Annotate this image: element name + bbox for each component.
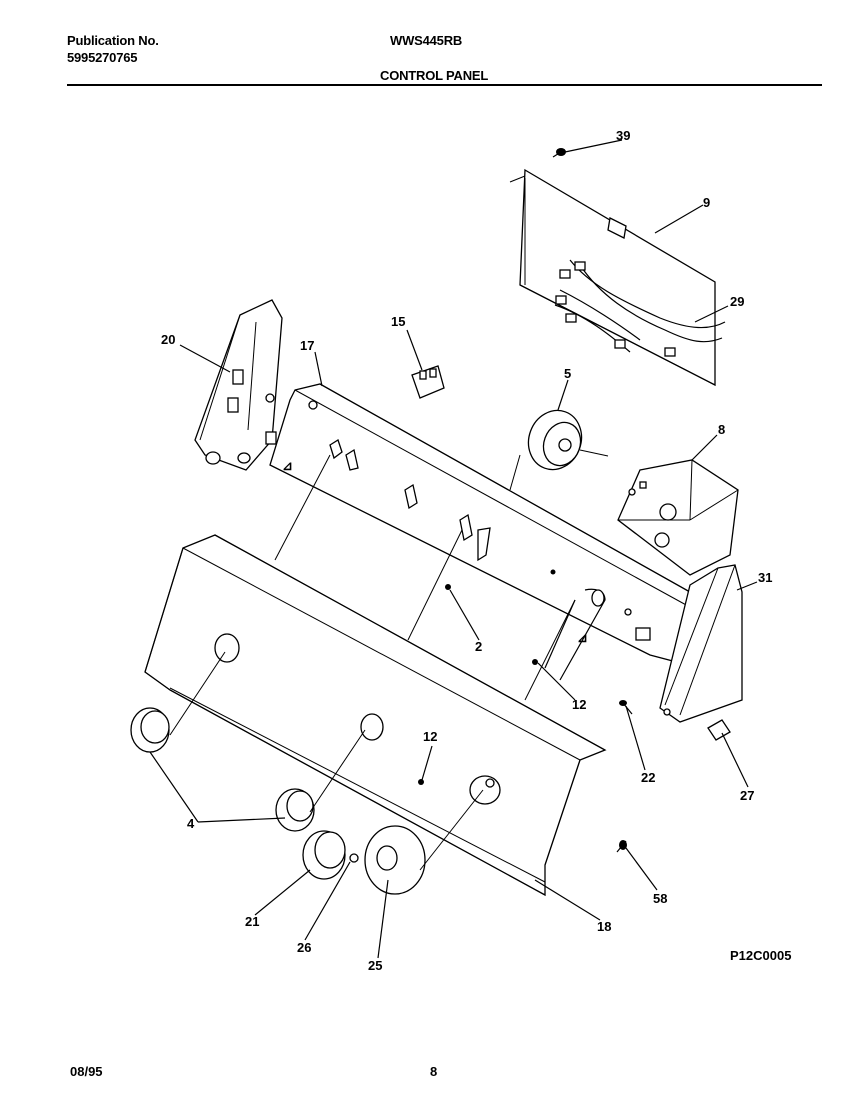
leader-lines: [149, 139, 758, 959]
callout-2: 2: [475, 639, 482, 654]
section-title: CONTROL PANEL: [380, 68, 489, 83]
part-39-screw: [552, 148, 566, 158]
callout-31: 31: [758, 570, 772, 585]
callout-25: 25: [368, 958, 382, 973]
callout-29: 29: [730, 294, 744, 309]
callout-20: 20: [161, 332, 175, 347]
callout-15: 15: [391, 314, 405, 329]
part-26-nut: [349, 853, 359, 863]
part-4-knob-left: [130, 707, 170, 753]
callout-26: 26: [297, 940, 311, 955]
part-2-screw: [445, 584, 451, 590]
part-15-switch: [411, 365, 445, 399]
part-4-knob-center: [275, 788, 315, 832]
mark-a2: ⊿: [577, 630, 588, 645]
header-rule: [67, 84, 822, 86]
part-18-console-panel: [144, 534, 607, 897]
part-20-end-cap: [194, 299, 283, 471]
callout-18: 18: [597, 919, 611, 934]
footer-date: 08/95: [70, 1064, 103, 1079]
callout-12-lower: 12: [423, 729, 437, 744]
part-27-clip: [707, 719, 731, 741]
callout-39: 39: [616, 128, 630, 143]
part-5-timer: [527, 409, 609, 471]
callout-58: 58: [653, 891, 667, 906]
callout-27: 27: [740, 788, 754, 803]
mark-a1: ⊿: [282, 458, 293, 473]
part-12-clip-lower: [418, 779, 424, 785]
model-number: WWS445RB: [390, 33, 463, 48]
part-21-knob: [302, 830, 346, 880]
part-29-wiring-harness: [554, 259, 726, 357]
callout-22: 22: [641, 770, 655, 785]
part-31-end-cap-right: [659, 564, 743, 723]
part-25-dial-skirt: [364, 825, 426, 895]
publication-number: 5995270765: [67, 50, 138, 65]
part-8-control-box: [617, 459, 739, 576]
callout-8: 8: [718, 422, 725, 437]
part-17-mounting-plate: ⊿ ⊿: [269, 383, 691, 666]
part-12-clip-upper: [532, 588, 606, 681]
part-58-screw: [616, 840, 627, 853]
callout-12-upper: 12: [572, 697, 586, 712]
callout-21: 21: [245, 914, 259, 929]
part-22-screw: [619, 700, 633, 715]
part-9-rear-cover: [509, 168, 716, 387]
callout-4: 4: [187, 816, 195, 831]
callout-5: 5: [564, 366, 571, 381]
callout-9: 9: [703, 195, 710, 210]
callout-17: 17: [300, 338, 314, 353]
footer-page-number: 8: [430, 1064, 438, 1079]
publication-label: Publication No.: [67, 33, 159, 48]
drawing-code: P12C0005: [730, 948, 791, 963]
